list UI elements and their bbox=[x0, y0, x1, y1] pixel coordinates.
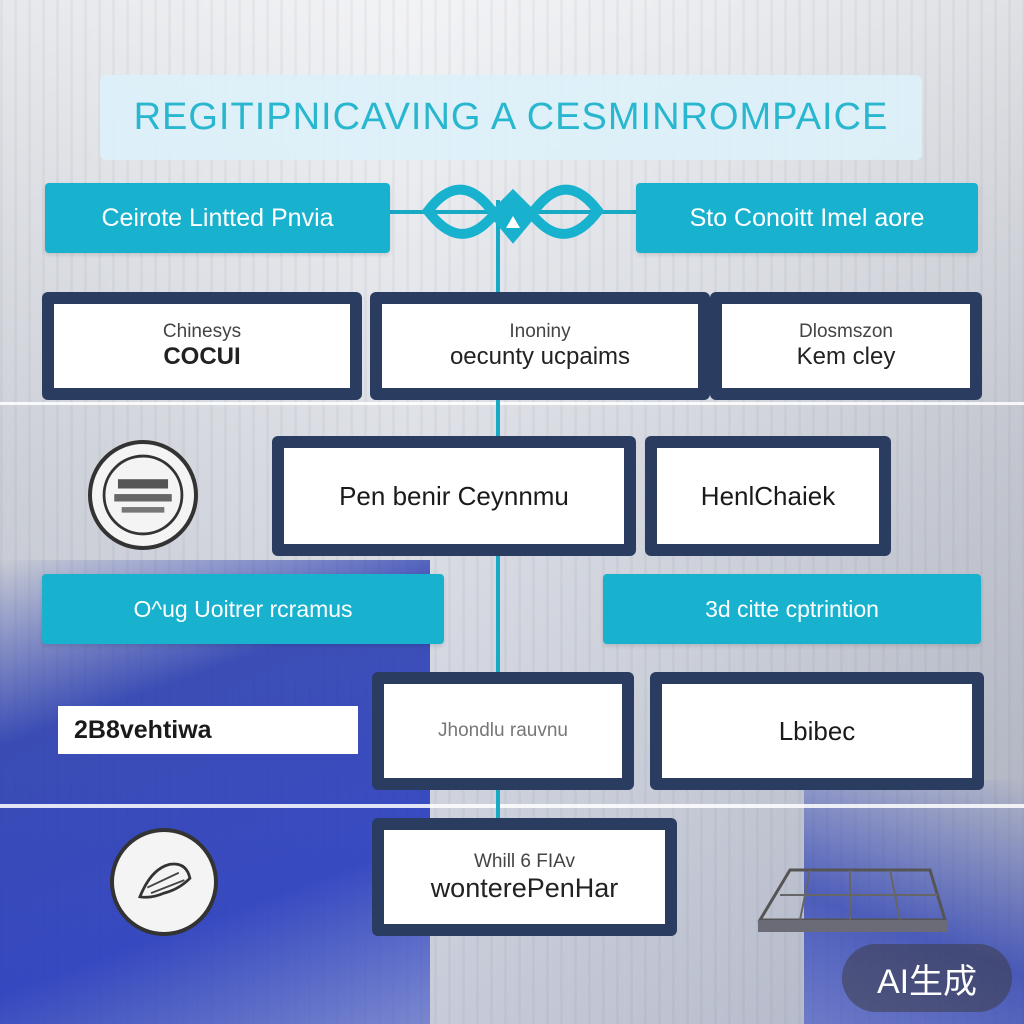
node-row2-1: Pen benir Ceynnmu bbox=[272, 436, 636, 556]
mid-right-pill: 3d citte cptrintion bbox=[603, 574, 981, 644]
seal-emblem-icon bbox=[88, 440, 198, 550]
node-label: HenlChaiek bbox=[700, 480, 836, 511]
node-label: Whill 6 FIAv bbox=[473, 850, 575, 872]
basket-sketch-icon bbox=[757, 868, 948, 932]
divider-rule-1 bbox=[0, 402, 1024, 405]
node-row1-2: Inoniny oecunty ucpaims bbox=[370, 292, 710, 400]
node-label: Inoniny bbox=[509, 321, 571, 342]
node-label: Chinesys bbox=[162, 321, 242, 342]
node-row1-3: Dlosmszon Kem cley bbox=[710, 292, 982, 400]
node-label: wonterePenHar bbox=[430, 872, 619, 903]
hub-connector-icon bbox=[421, 184, 605, 244]
node-label: COCUI bbox=[163, 343, 241, 370]
node-label: oecunty ucpaims bbox=[449, 343, 631, 370]
node-row1-1: Chinesys COCUI bbox=[42, 292, 362, 400]
top-right-pill: Sto Conoitt Imel aore bbox=[636, 183, 978, 253]
diagram-title: REGITIPNICAVING A CESMINROMPAICE bbox=[100, 75, 922, 160]
node-label: Jhondlu rauvnu bbox=[438, 720, 568, 741]
node-row2-2: HenlChaiek bbox=[645, 436, 891, 556]
node-label: Pen benir Ceynnmu bbox=[339, 480, 569, 511]
mid-left-pill: O^ug Uoitrer rcramus bbox=[42, 574, 444, 644]
node-row4: Whill 6 FIAv wonterePenHar bbox=[372, 818, 677, 936]
hand-emblem-icon bbox=[110, 828, 218, 936]
node-row3-1: Jhondlu rauvnu bbox=[372, 672, 634, 790]
node-row3-2: Lbibec bbox=[650, 672, 984, 790]
ai-generated-badge: AI生成 bbox=[842, 944, 1012, 1012]
top-left-pill: Ceirote Lintted Pnvia bbox=[45, 183, 390, 253]
node-label: Kem cley bbox=[796, 343, 896, 370]
node-label: Lbibec bbox=[778, 715, 856, 746]
node-label: Dlosmszon bbox=[799, 321, 893, 342]
row3-strip-label: 2B8vehtiwa bbox=[58, 706, 358, 754]
divider-rule-2 bbox=[0, 804, 1024, 808]
